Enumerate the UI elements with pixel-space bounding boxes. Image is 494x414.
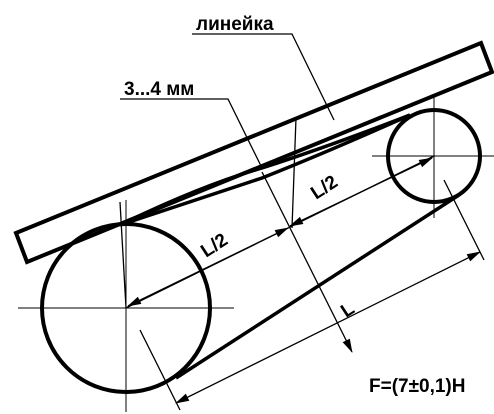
length-extension-left — [139, 329, 181, 411]
load-line — [261, 171, 353, 353]
force-label: F=(7±0,1)H — [369, 376, 465, 397]
length-dimension — [175, 251, 481, 404]
belt-upper-run-inner — [119, 113, 411, 227]
half-length-label-right: L/2 — [307, 172, 341, 205]
ruler-bar — [13, 40, 494, 265]
ruler-label: линейка — [196, 14, 274, 35]
length-label: L — [337, 298, 359, 322]
length-extension-right — [443, 179, 485, 261]
belt-lower-run — [175, 193, 460, 380]
ruler-leader — [192, 33, 335, 121]
perpendicular-upper — [291, 117, 297, 229]
perpendicular-left — [119, 201, 127, 309]
deflection-leader — [120, 98, 263, 169]
deflection-label: 3...4 мм — [124, 79, 194, 100]
half-dimension-right — [289, 157, 433, 227]
